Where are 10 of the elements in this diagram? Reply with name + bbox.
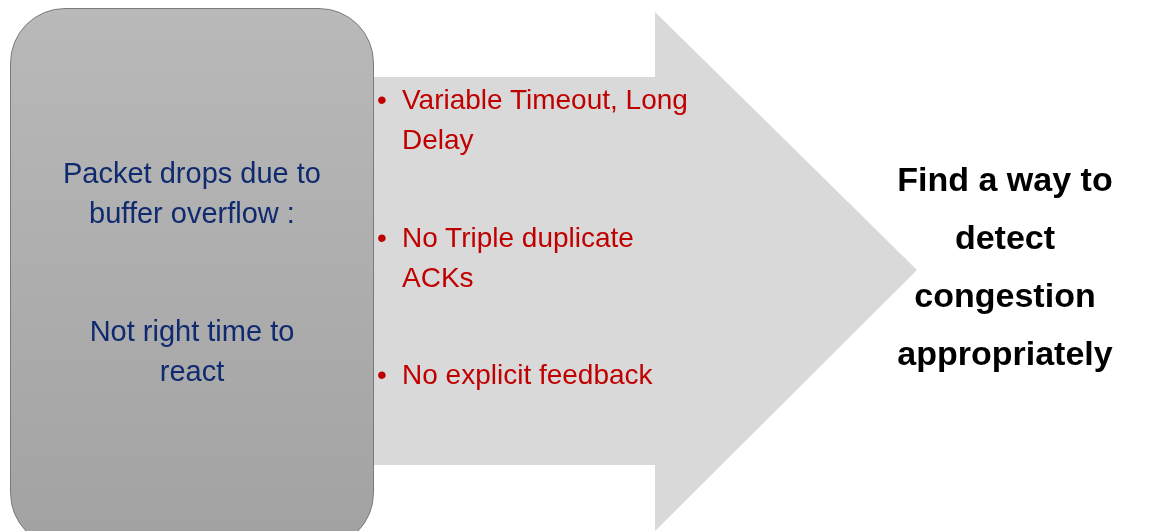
bullet-mark: • [377,358,387,392]
conclusion-text: Find a way to detect congestion appropriately [896,159,1114,374]
rounded-box [10,8,374,531]
box-text: Not right time to react [88,314,296,389]
bullet-mark: • [377,83,387,117]
bullet-mark: • [377,221,387,255]
box-text: Packet drops due to buffer overflow : [62,156,322,231]
bullet-item: No explicit feedback [402,358,654,392]
bullet-item: No Triple duplicate ACKs [402,221,635,295]
bullet-item: Variable Timeout, Long Delay [402,83,689,157]
